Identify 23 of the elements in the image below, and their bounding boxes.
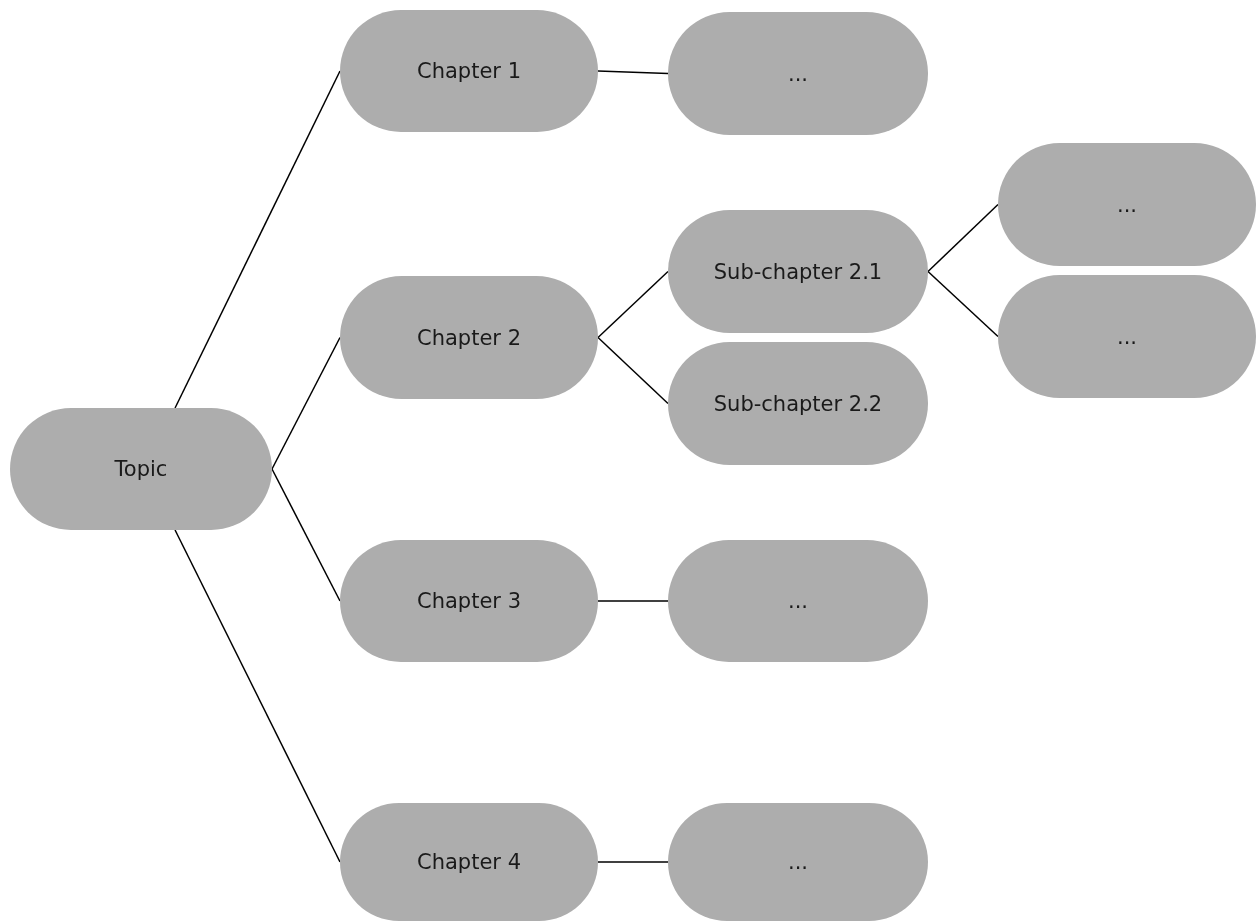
connector-line (174, 70, 341, 409)
node-label: Chapter 1 (417, 59, 521, 83)
connector-line (271, 336, 341, 470)
node-label: ... (788, 61, 808, 86)
connector-line (597, 600, 669, 602)
connector-line (927, 270, 999, 338)
connector-line (174, 529, 341, 863)
connector-line (927, 203, 999, 273)
connector-line (597, 861, 669, 863)
node-label: Sub-chapter 2.2 (713, 391, 883, 416)
connector-line (597, 70, 669, 75)
connector-line (597, 336, 669, 405)
node-label: ... (788, 589, 808, 613)
node-label: ... (1117, 324, 1137, 349)
node-label: ... (1117, 192, 1137, 217)
node-label: ... (788, 850, 808, 874)
node-label: Chapter 2 (417, 325, 521, 350)
connector-line (271, 468, 341, 602)
connector-line (597, 270, 669, 339)
node-label: Chapter 3 (417, 589, 521, 613)
node-label: Sub-chapter 2.1 (713, 259, 883, 284)
node-label: Chapter 4 (417, 850, 521, 874)
node-label: Topic (114, 457, 168, 481)
